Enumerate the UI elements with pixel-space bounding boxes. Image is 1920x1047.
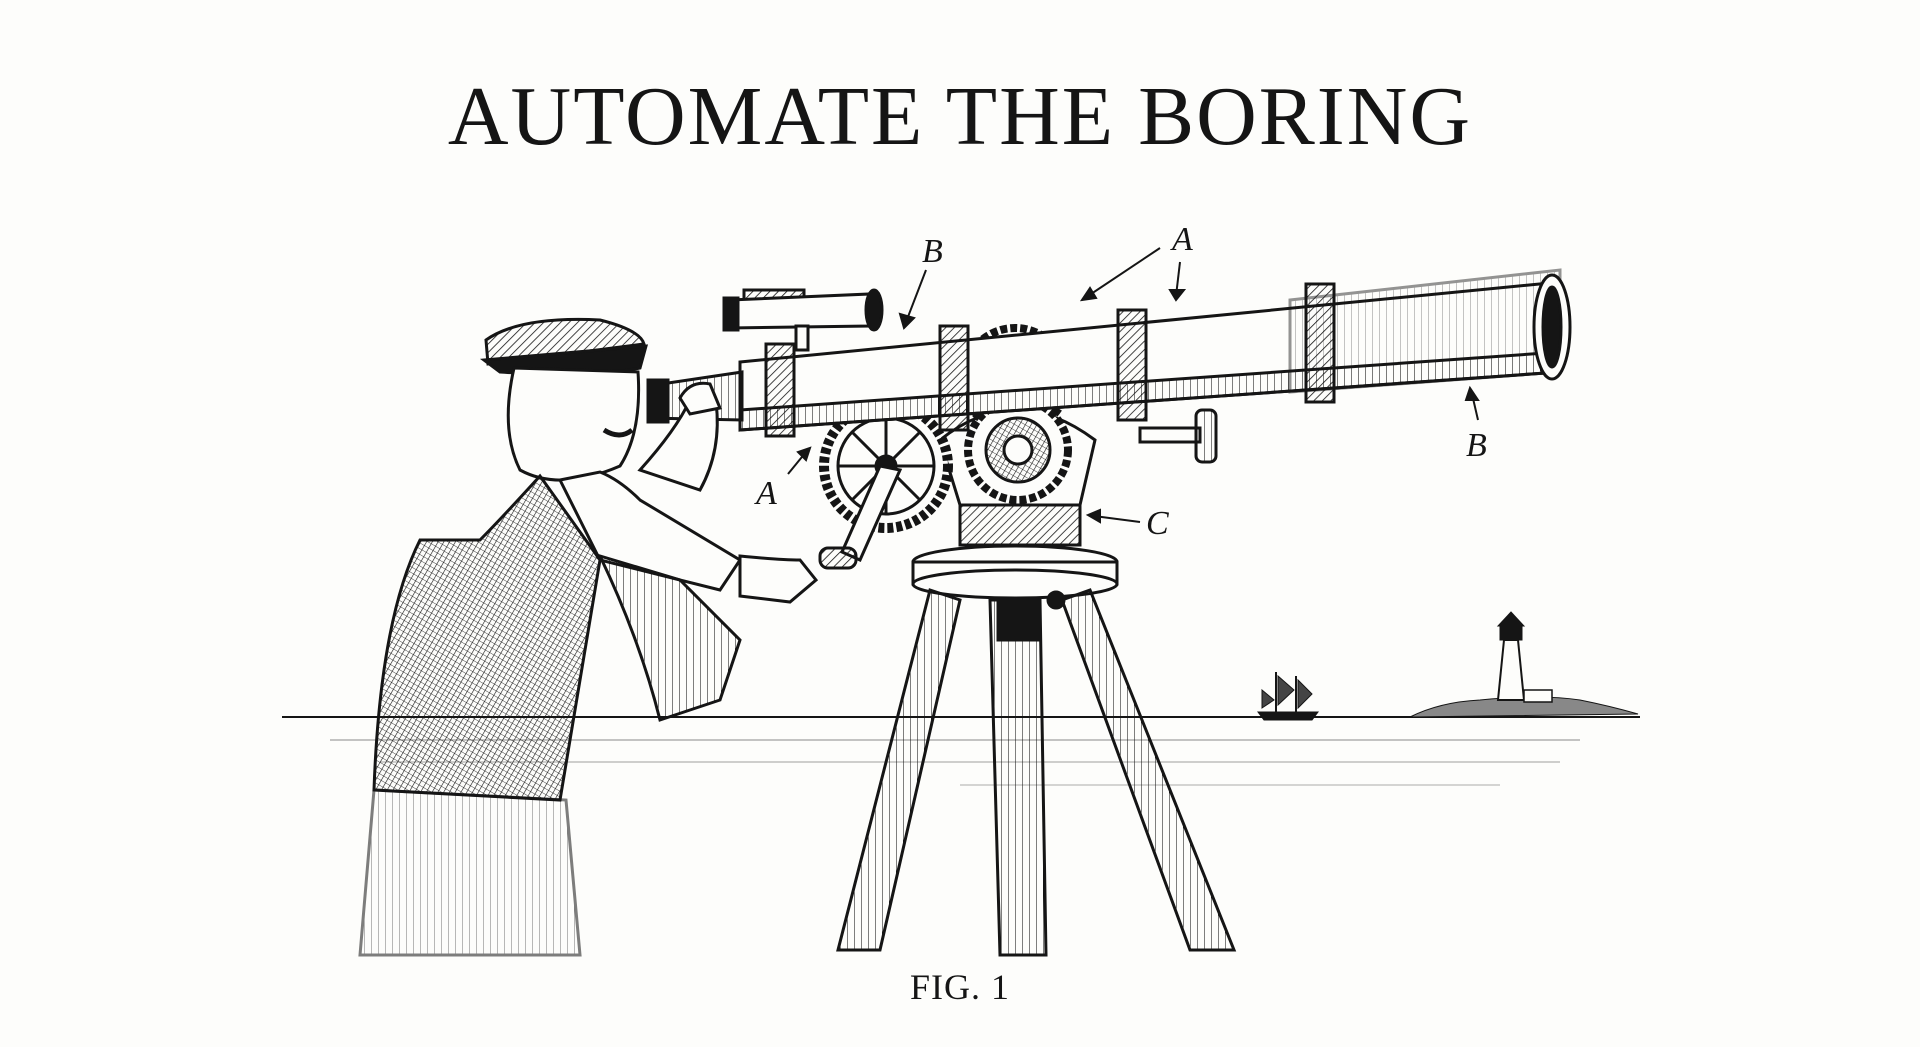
- label-leaders: [787, 247, 1480, 524]
- lighthouse-icon: [1409, 611, 1639, 718]
- observer-figure: [358, 317, 819, 957]
- telescope-tube: [646, 268, 1572, 438]
- label-c: C: [1146, 505, 1169, 542]
- label-a-top: A: [1170, 221, 1193, 258]
- figure-caption: FIG. 1: [909, 967, 1010, 1007]
- finder-scope: [722, 288, 884, 352]
- tripod: [836, 544, 1237, 957]
- label-a-left: A: [754, 475, 777, 512]
- label-b-top: B: [922, 233, 943, 270]
- label-b-right: B: [1466, 427, 1487, 464]
- page-title: AUTOMATE THE BORING: [447, 70, 1473, 163]
- ship-icon: [1257, 672, 1319, 721]
